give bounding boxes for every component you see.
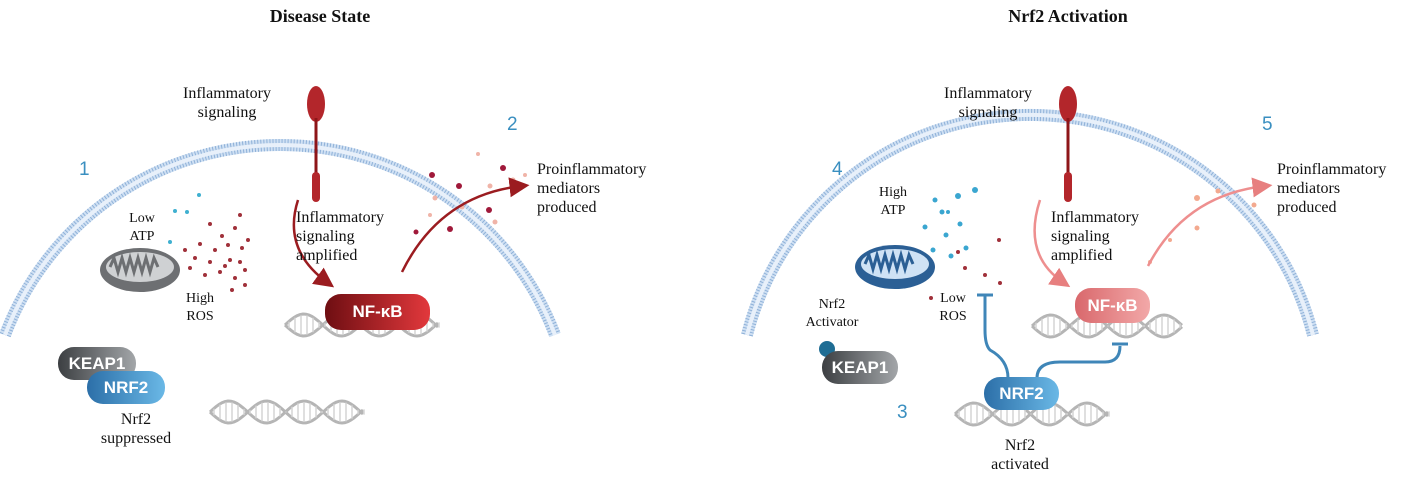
cell-membrane-left	[0, 138, 561, 338]
dna-icon	[208, 399, 365, 425]
nrf2-protein: NRF2	[87, 371, 165, 404]
inhibition-ros-icon	[977, 293, 1010, 379]
mediator-arrow	[1146, 177, 1273, 267]
dna-icon	[1030, 313, 1184, 339]
step-number: 4	[832, 159, 843, 180]
mediator-arrow	[400, 177, 530, 273]
nfkb-protein: NF-κB	[325, 294, 430, 330]
step-number: 2	[507, 114, 518, 135]
panel-title: Disease State	[269, 6, 371, 26]
keap1-protein: KEAP1	[822, 351, 898, 384]
step-number: 3	[897, 402, 908, 423]
step-number: 5	[1262, 114, 1273, 135]
step-number: 1	[79, 159, 90, 180]
cell-membrane-right	[741, 109, 1319, 337]
nfkb-protein: NF-κB	[1075, 288, 1150, 323]
amplify-arrow	[1033, 199, 1071, 288]
amplify-arrow	[292, 199, 335, 288]
receptor-icon	[307, 86, 325, 202]
inhibition-nfkb-icon	[1035, 342, 1128, 379]
mitochondria-icon	[100, 248, 180, 292]
nrf2-protein: NRF2	[984, 377, 1059, 410]
mitochondria-icon	[855, 245, 935, 289]
panel-title: Nrf2 Activation	[1008, 6, 1128, 26]
receptor-icon	[1059, 86, 1077, 202]
